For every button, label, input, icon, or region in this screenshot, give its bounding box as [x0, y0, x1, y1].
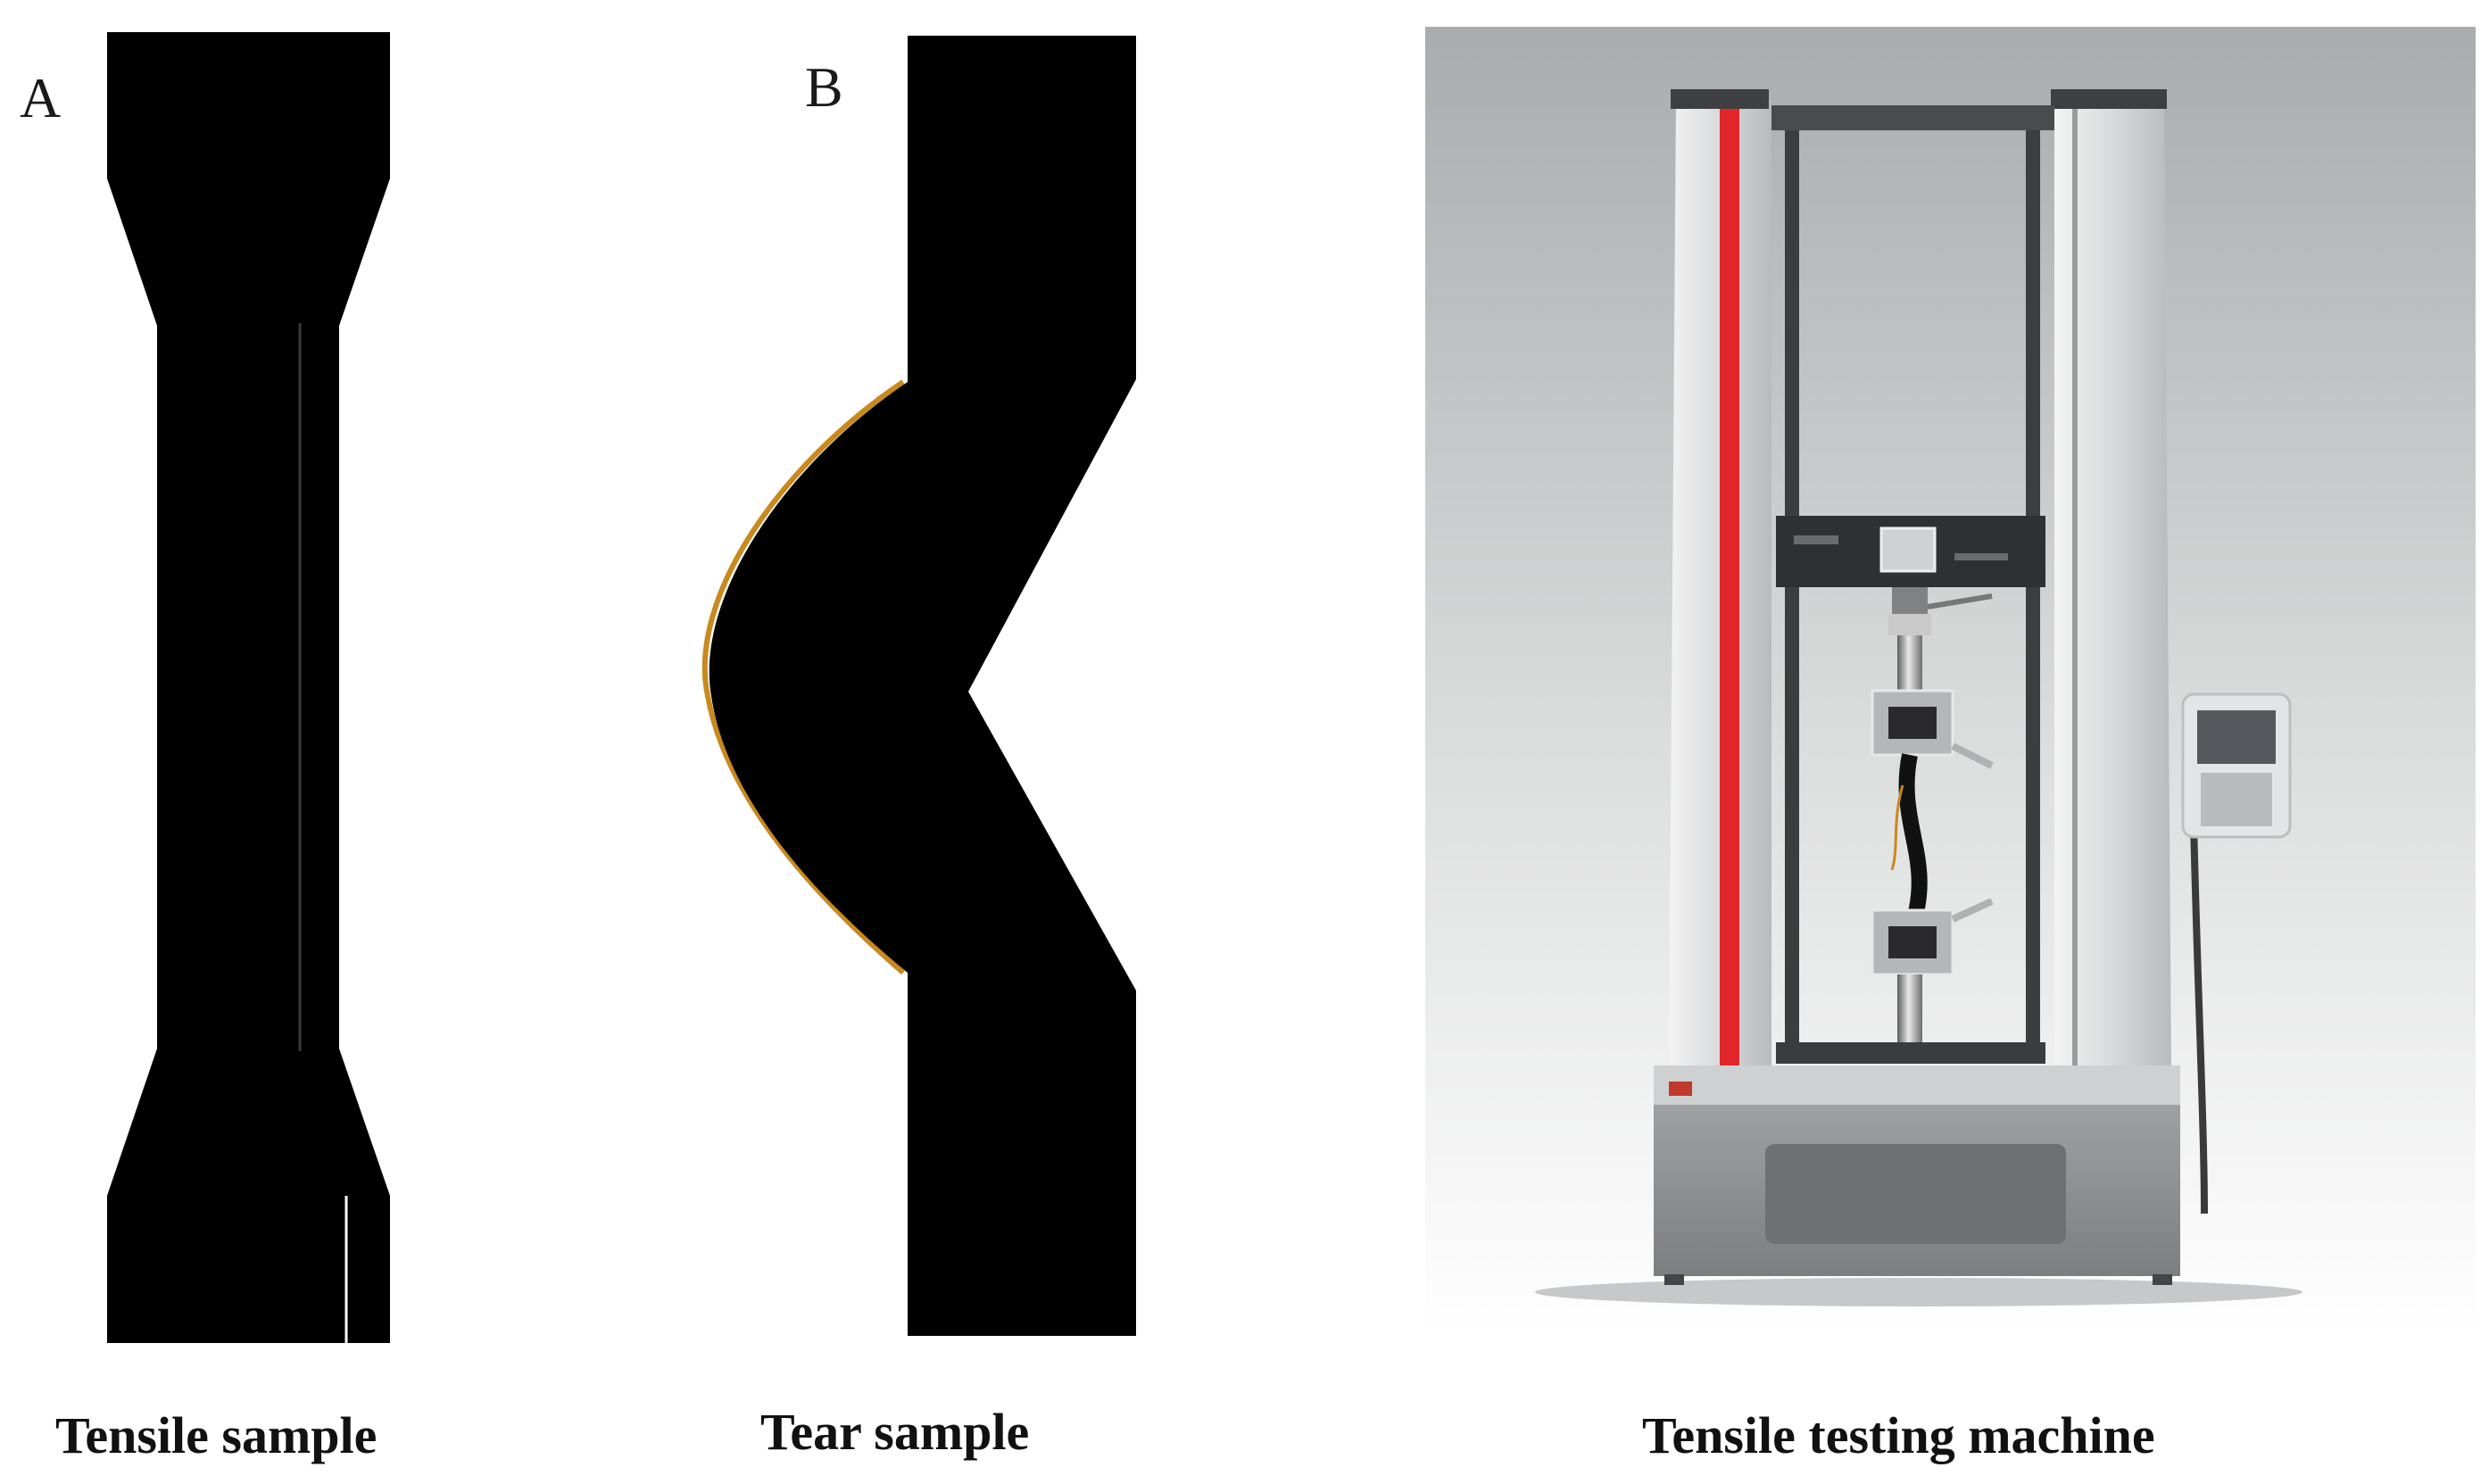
tensile-sample-shape — [107, 32, 390, 1343]
caption-tensile-sample: Tensile sample — [55, 1406, 377, 1464]
tear-sample-shape — [709, 36, 1136, 1336]
panel-label-a: A — [20, 66, 62, 129]
tensile-testing-machine-photo — [1425, 27, 2476, 1336]
panel-label-b: B — [805, 55, 843, 119]
caption-tear-sample: Tear sample — [760, 1403, 1030, 1461]
tear-sample-edge-highlight — [701, 379, 905, 975]
caption-tensile-testing-machine: Tensile testing machine — [1642, 1406, 2155, 1464]
